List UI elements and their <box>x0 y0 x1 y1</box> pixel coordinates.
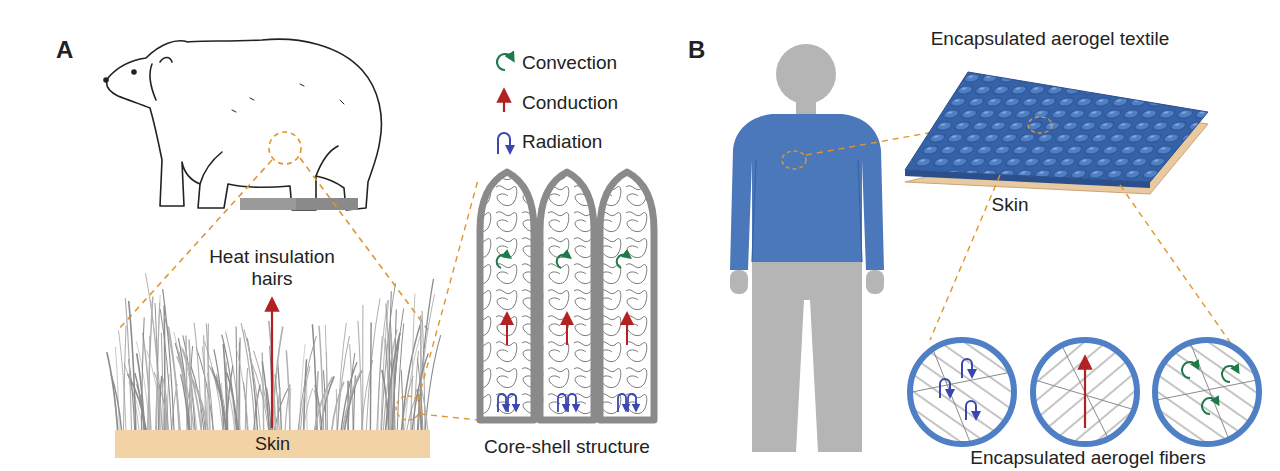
hair-stroke <box>151 300 161 430</box>
core-shell-fibers <box>480 172 654 420</box>
radiation-symbol <box>628 394 636 412</box>
hair-stroke <box>412 354 428 430</box>
legend-text: Conduction <box>522 92 618 114</box>
hair-stroke <box>410 379 412 430</box>
hair-stroke <box>227 373 238 431</box>
hair-stroke <box>312 324 317 430</box>
encapsulated-fibers <box>910 340 1259 444</box>
zoom-line <box>118 160 272 330</box>
part-label: Encapsulated aerogel textile <box>931 28 1170 50</box>
hair-stroke <box>418 279 433 430</box>
person <box>730 44 884 452</box>
hair-stroke <box>285 386 290 430</box>
hair-stroke <box>165 316 181 430</box>
hair-stroke <box>304 388 313 430</box>
hair-stroke <box>161 333 163 430</box>
hair-stroke <box>167 374 169 430</box>
hair-stroke <box>194 323 202 430</box>
hair-stroke <box>124 326 127 431</box>
hair-stroke <box>125 298 131 430</box>
hair-stroke <box>402 376 414 430</box>
radiation-symbol <box>568 394 576 412</box>
hair-stroke <box>226 362 228 430</box>
hair-stroke <box>204 341 222 430</box>
panel-letter: A <box>56 36 73 64</box>
part-label: Encapsulated aerogel fibers <box>970 447 1206 469</box>
zoom-line <box>420 414 478 420</box>
hair-stroke <box>107 352 118 430</box>
hair-stroke <box>163 289 174 430</box>
hair-layer <box>107 273 441 430</box>
part-label: Core-shell structure <box>484 436 650 458</box>
aerogel-textile <box>905 72 1208 194</box>
hair-stroke <box>262 361 269 430</box>
radiation-symbol <box>508 394 516 412</box>
hair-stroke <box>382 283 396 430</box>
zoom-line <box>1120 185 1232 345</box>
hair-stroke <box>181 374 189 430</box>
hair-stroke <box>407 386 422 430</box>
hair-stroke <box>216 376 226 430</box>
zoom-circle <box>782 151 806 169</box>
zoom-line <box>418 180 478 400</box>
hair-stroke <box>124 363 139 430</box>
hair-stroke <box>236 346 248 430</box>
hair-stroke <box>182 347 197 430</box>
hair-stroke <box>156 388 158 430</box>
part-label: Skin <box>992 194 1029 216</box>
zoom-line <box>930 175 1000 340</box>
fiber-shell <box>480 172 534 420</box>
hair-stroke <box>392 308 404 430</box>
legend-text: Convection <box>522 52 617 74</box>
zoom-circle <box>1028 117 1052 133</box>
hair-stroke <box>226 332 240 430</box>
convection-symbol <box>557 255 568 268</box>
skin-band: Skin <box>115 430 430 458</box>
hair-stroke <box>202 347 207 430</box>
radiation-symbol <box>558 394 566 412</box>
hair-stroke <box>402 325 421 430</box>
hair-stroke <box>154 372 169 430</box>
convection-symbol <box>617 255 628 268</box>
conduction-symbol <box>566 318 568 345</box>
hair-stroke <box>196 347 213 430</box>
hair-stroke <box>417 358 423 430</box>
heat-arrow <box>271 304 273 428</box>
hair-stroke <box>332 382 344 430</box>
zoom-line <box>300 158 428 330</box>
hair-stroke <box>164 379 168 430</box>
hair-stroke <box>207 324 209 431</box>
hair-stroke <box>325 325 327 430</box>
hair-stroke <box>315 377 333 430</box>
radiation-symbol <box>618 394 626 412</box>
hair-stroke <box>189 339 192 430</box>
hair-stroke <box>343 371 362 430</box>
ice-shadow <box>296 198 358 210</box>
convection-symbol <box>497 255 508 268</box>
hair-stroke <box>146 273 163 430</box>
conduction-symbol <box>626 318 628 345</box>
hair-stroke <box>160 309 171 430</box>
hair-stroke <box>366 298 380 430</box>
hair-stroke <box>345 371 362 430</box>
hair-stroke <box>141 318 144 430</box>
part-label: Heat insulation hairs <box>187 246 357 290</box>
polar-bear <box>104 39 381 210</box>
panel-letter: B <box>688 36 705 64</box>
node-text: Skin <box>255 434 290 455</box>
radiation-symbol <box>498 394 506 412</box>
zoom-circle <box>396 396 420 420</box>
fiber-shell <box>600 172 654 420</box>
hair-stroke <box>277 361 281 431</box>
legend-text: Radiation <box>522 131 602 153</box>
zoom-circle <box>269 132 301 164</box>
fiber-shell <box>540 172 594 420</box>
hair-stroke <box>247 338 257 430</box>
legend-symbols <box>497 54 512 154</box>
hair-stroke <box>244 329 260 430</box>
conduction-symbol <box>506 318 508 345</box>
